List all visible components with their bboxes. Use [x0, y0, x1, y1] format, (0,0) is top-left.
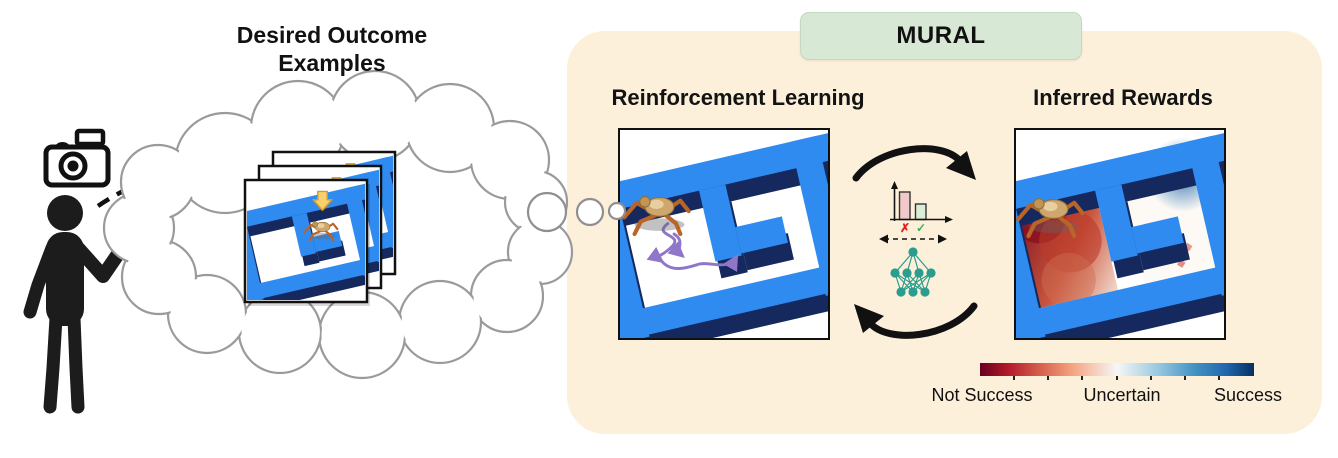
colorbar-tick — [1013, 376, 1015, 380]
mural-badge: MURAL — [800, 12, 1082, 60]
rl-image — [618, 128, 830, 340]
person-icon — [23, 195, 134, 414]
rl-header: Reinforcement Learning — [611, 85, 865, 110]
thought-cloud — [102, 69, 574, 380]
colorbar-tick — [1218, 376, 1220, 380]
trajectory-icon — [646, 222, 739, 272]
colorbar-tick — [1047, 376, 1049, 380]
colorbar-label-not-success: Not Success — [931, 385, 1033, 405]
reward-heatmap — [1016, 130, 1224, 338]
maze-icon — [620, 130, 828, 338]
ir-image — [1014, 128, 1226, 340]
example-card — [271, 150, 397, 276]
colorbar-tick — [1081, 376, 1083, 380]
dashed-arrow-icon — [96, 163, 224, 208]
colorbar-label-success: Success — [1213, 385, 1283, 405]
camera-icon — [43, 128, 111, 188]
colorbar-tick — [1116, 376, 1118, 380]
example-card — [257, 164, 383, 290]
title-line-2: Examples — [278, 49, 386, 76]
example-card — [243, 178, 370, 306]
colorbar-tick — [1184, 376, 1186, 380]
desired-outcome-title: Desired Outcome Examples — [218, 22, 446, 77]
ir-header: Inferred Rewards — [1033, 85, 1213, 110]
title-line-1: Desired Outcome — [236, 22, 428, 48]
colorbar — [980, 363, 1254, 380]
colorbar-tick — [1150, 376, 1152, 380]
example-cards — [243, 150, 397, 306]
mural-badge-label: MURAL — [896, 22, 986, 49]
colorbar-label-uncertain: Uncertain — [1083, 385, 1161, 405]
